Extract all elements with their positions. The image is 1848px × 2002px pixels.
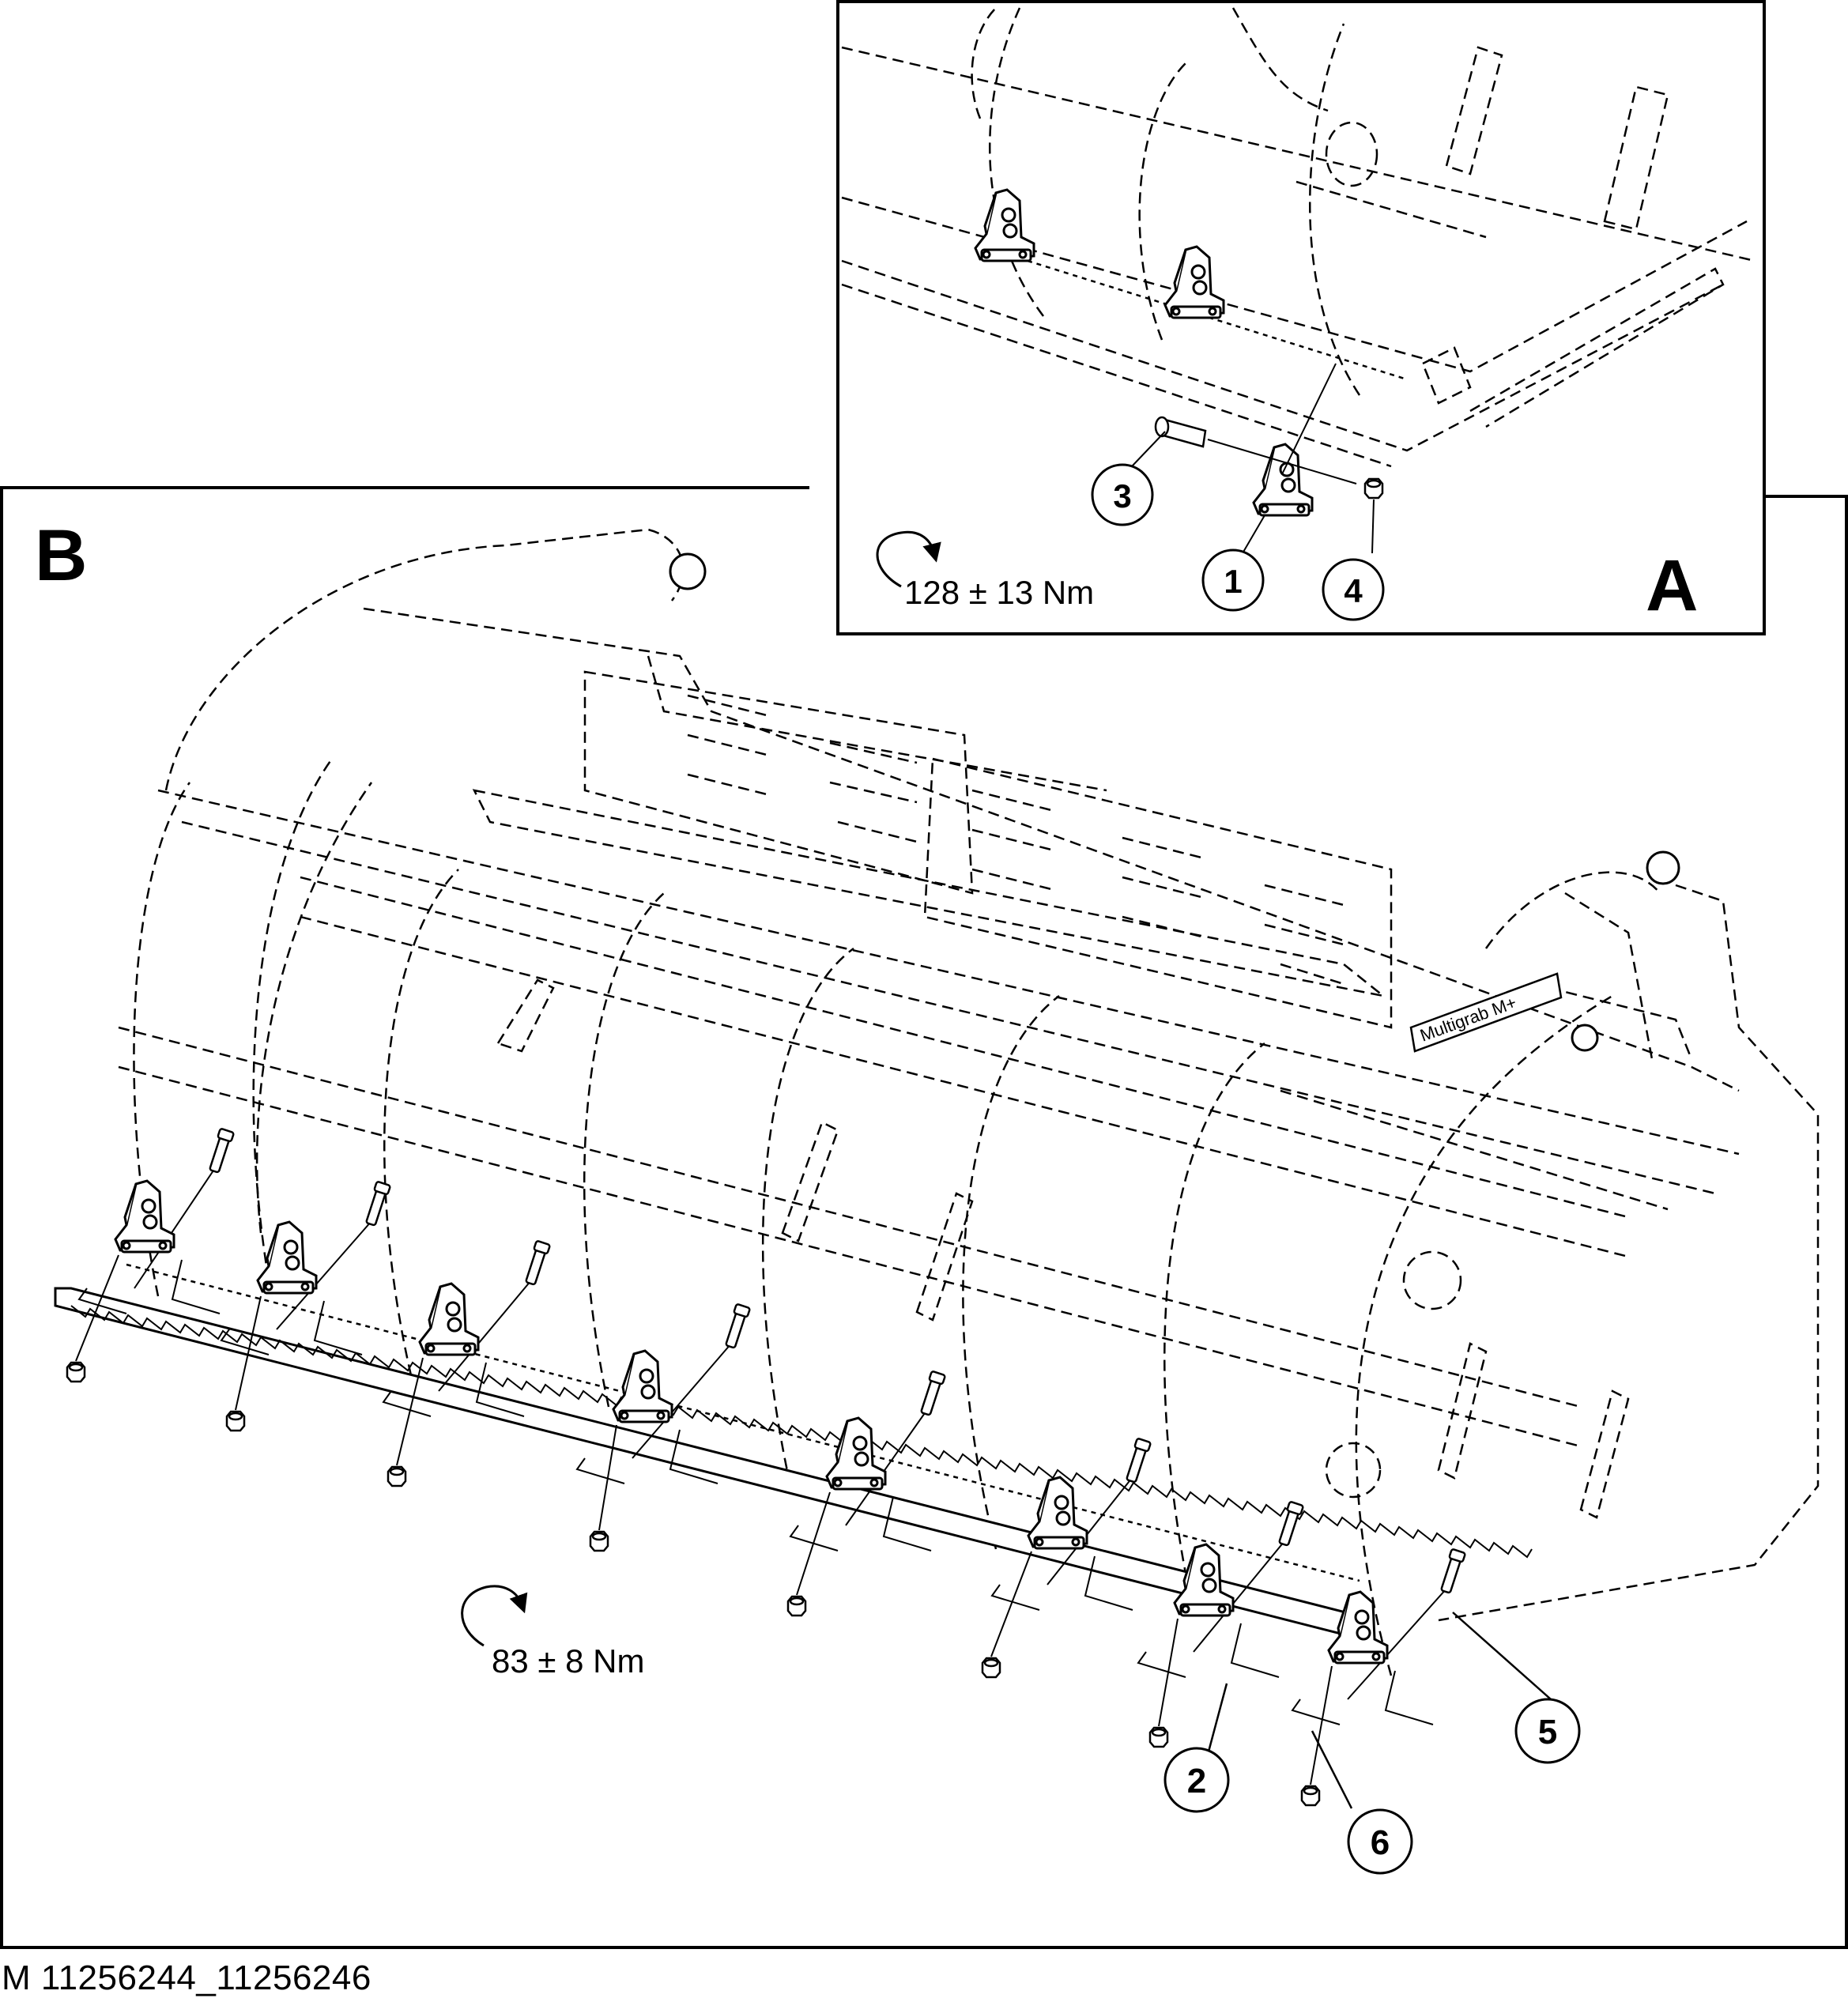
callout-2-label: 2 [1187, 1762, 1206, 1800]
knife-shank [1327, 1590, 1389, 1665]
assembly-line [438, 1280, 532, 1392]
callout-6-label: 6 [1371, 1823, 1390, 1862]
callout-6: 6 [1347, 1808, 1413, 1875]
panel-a-label: A [1646, 545, 1698, 626]
callout-leaders-b [1206, 1612, 1552, 1809]
brand-label: Multigrab M+ [1409, 972, 1563, 1053]
knife-shank [114, 1179, 175, 1254]
panel-a: 3 1 4 128 ± 13 Nm A [836, 0, 1766, 635]
pivot-circle [669, 552, 1680, 1052]
assembly-line [1193, 1540, 1285, 1653]
callout-5-label: 5 [1538, 1713, 1557, 1751]
bolt [1437, 1548, 1467, 1595]
torque-arrow-icon [876, 530, 941, 588]
knife-shank [1173, 1543, 1235, 1617]
guide-bracket-line [990, 1555, 1133, 1611]
torque-arrow-icon [461, 1585, 528, 1647]
knife-shank [418, 1282, 480, 1356]
callout-2: 2 [1163, 1747, 1230, 1813]
assembly-line [1047, 1477, 1133, 1585]
callout-4-label: 4 [1344, 572, 1363, 609]
nut [981, 1657, 1001, 1679]
drawing-reference: M 11256244_11256246 [2, 1959, 371, 1997]
cutting-blade [54, 1287, 1533, 1636]
guide-bracket-line [382, 1362, 525, 1417]
assembly-line [1347, 1588, 1447, 1700]
assembly-line [276, 1220, 372, 1330]
bolt [1122, 1437, 1152, 1484]
bolt [722, 1303, 752, 1350]
guide-bracket-line [220, 1300, 363, 1355]
bolt [1275, 1500, 1305, 1548]
panel-b-label: B [35, 515, 87, 596]
assembly-line [134, 1167, 216, 1289]
assembly-line [396, 1357, 424, 1466]
torque-b-value: 83 ± 8 Nm [492, 1642, 644, 1680]
panel-b-frame [0, 486, 1848, 1949]
assembly-line [990, 1551, 1032, 1657]
nut [1300, 1785, 1321, 1807]
nut [225, 1410, 246, 1432]
guide-bracket-line [1137, 1623, 1280, 1678]
guide-bracket-line [789, 1496, 932, 1551]
grapple-body-outline [118, 528, 1820, 1676]
assembly-line [75, 1254, 119, 1362]
callout-5: 5 [1514, 1698, 1581, 1764]
torque-a-value: 128 ± 13 Nm [904, 574, 1094, 611]
nut [387, 1465, 407, 1487]
guide-bracket-line [1291, 1670, 1434, 1725]
callout-3-label: 3 [1113, 477, 1131, 515]
bolt [917, 1370, 947, 1417]
nut [66, 1361, 86, 1383]
nut [1148, 1726, 1169, 1748]
nut [589, 1530, 609, 1552]
bolt [206, 1127, 236, 1174]
knife-shank [256, 1220, 318, 1295]
assembly-line [235, 1295, 262, 1411]
guide-bracket-line [575, 1429, 718, 1484]
assembly-line [632, 1343, 732, 1459]
callout-1-label: 1 [1224, 563, 1242, 600]
assembly-line [845, 1410, 927, 1526]
assembly-line [598, 1424, 617, 1531]
knife-shank [612, 1349, 673, 1423]
assembly-line [1310, 1665, 1333, 1785]
nut [786, 1595, 807, 1617]
bolt [522, 1239, 552, 1287]
knife-shank [1027, 1476, 1088, 1550]
knife-assemblies [66, 1127, 1467, 1807]
torque-b: 83 ± 8 Nm [461, 1585, 644, 1680]
knife-shank [825, 1416, 887, 1491]
guide-bracket-line [77, 1259, 221, 1314]
bolt-3 [1154, 416, 1207, 448]
